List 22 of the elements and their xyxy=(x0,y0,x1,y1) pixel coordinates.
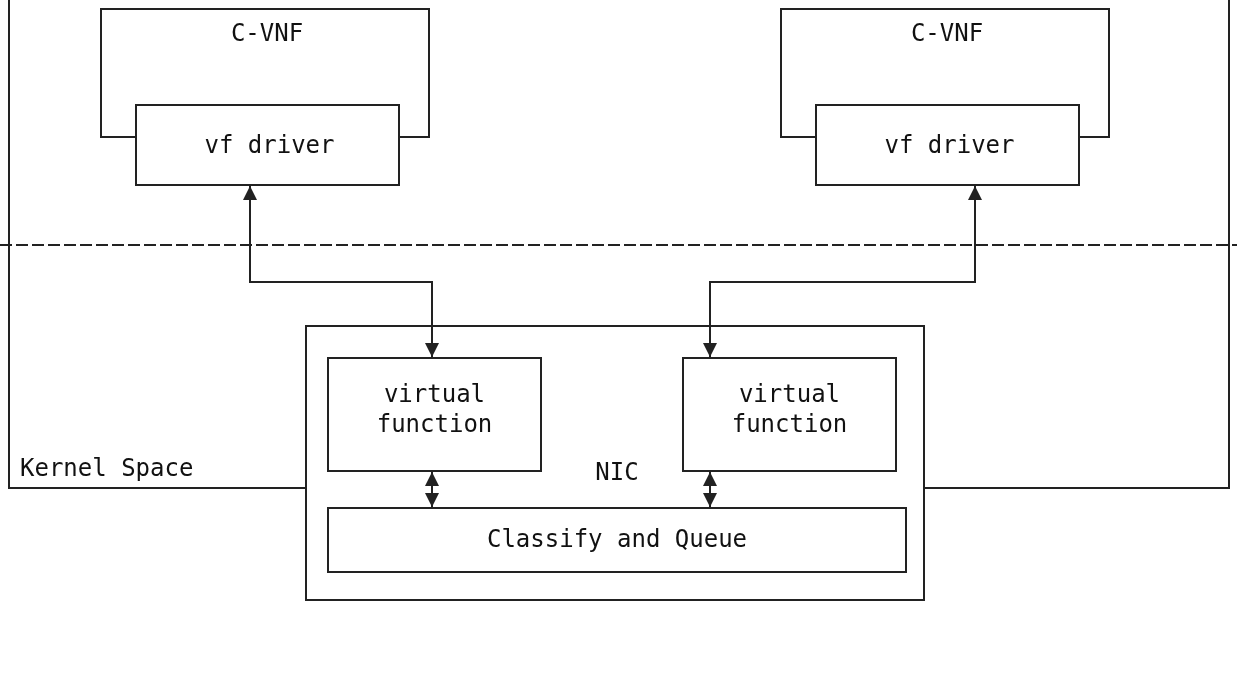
box-label: NIC xyxy=(594,457,640,487)
queue-box xyxy=(327,507,907,573)
box-label: vf driver xyxy=(203,130,336,160)
driver-box xyxy=(815,104,1080,186)
region-label: Kernel Space xyxy=(20,453,195,483)
box-label: C-VNF xyxy=(229,18,305,48)
connector-arrow xyxy=(243,185,439,358)
connector-arrow xyxy=(703,471,717,508)
nic-box xyxy=(305,325,925,601)
box-label: virtual function xyxy=(730,379,849,439)
component-box xyxy=(100,8,430,105)
connector-arrow xyxy=(703,185,982,358)
box-label: vf driver xyxy=(883,130,1016,160)
function-box xyxy=(327,357,542,472)
component-box xyxy=(780,8,1110,105)
box-label: Classify and Queue xyxy=(485,524,749,554)
box-label: virtual function xyxy=(375,379,494,439)
kernel-space-region xyxy=(8,420,306,489)
function-box xyxy=(682,357,897,472)
driver-box xyxy=(135,104,400,186)
connector-arrow xyxy=(425,471,439,508)
box-label: C-VNF xyxy=(909,18,985,48)
